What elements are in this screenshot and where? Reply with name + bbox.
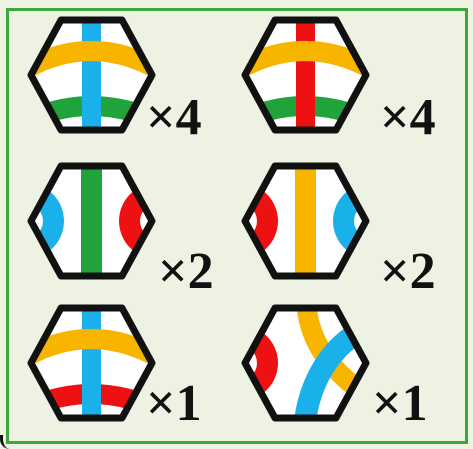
hex-tile-icon <box>238 300 373 430</box>
tile-entry-4: ×2 <box>238 158 468 298</box>
hex-tile-icon <box>238 158 373 288</box>
tile-count: ×1 <box>146 378 202 430</box>
hex-tile-icon <box>24 158 159 288</box>
tile-count: ×1 <box>372 378 428 430</box>
tile-entry-1: ×4 <box>24 12 254 152</box>
tile-entry-2: ×4 <box>238 12 468 152</box>
tile-count: ×2 <box>158 246 214 298</box>
tile-entry-3: ×2 <box>24 158 254 298</box>
tile-count: ×4 <box>380 92 436 144</box>
panel-corner-decoration <box>0 435 12 449</box>
hex-tile-icon <box>24 300 159 430</box>
tile-entry-6: ×1 <box>238 300 468 440</box>
hex-tile-icon <box>24 12 159 142</box>
hex-tile-icon <box>238 12 373 142</box>
tile-count: ×2 <box>380 246 436 298</box>
tile-count: ×4 <box>146 92 202 144</box>
tile-entry-5: ×1 <box>24 300 254 440</box>
